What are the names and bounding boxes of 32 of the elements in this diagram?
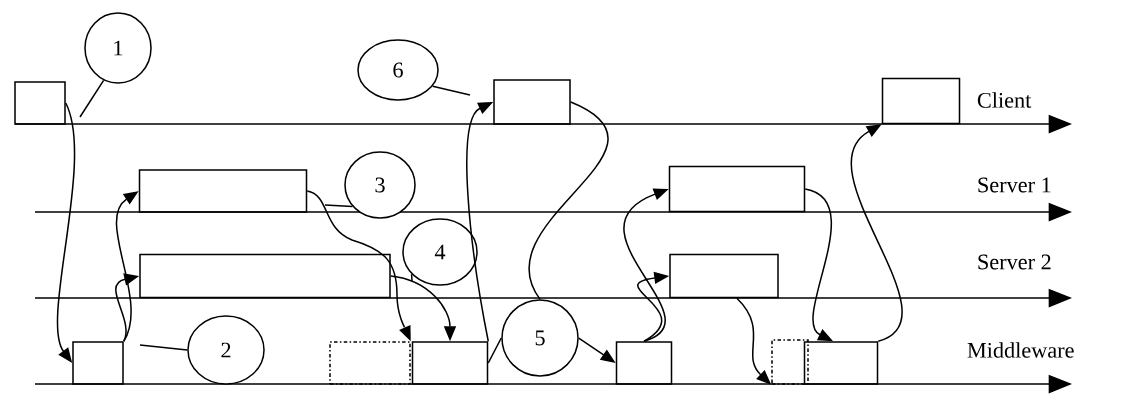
timeline-label: Middleware xyxy=(967,342,1074,358)
activity-box xyxy=(881,77,961,125)
leader-line xyxy=(79,79,105,118)
callout-bubble: 3 xyxy=(344,151,416,219)
activity-box xyxy=(493,79,571,125)
leader-line xyxy=(431,85,471,96)
message-arrow xyxy=(56,102,76,363)
callout-bubble: 1 xyxy=(84,12,152,84)
activity-box xyxy=(139,253,391,299)
leader-line xyxy=(487,337,502,364)
callout-bubble: 5 xyxy=(501,299,579,377)
timeline-label: Server 2 xyxy=(978,254,1051,270)
activity-box xyxy=(669,253,779,299)
timeline-label: Server 1 xyxy=(978,177,1051,193)
message-arrow xyxy=(850,124,903,342)
activity-box xyxy=(803,341,879,385)
leader-line xyxy=(410,273,413,282)
activity-box xyxy=(14,81,66,125)
activity-box xyxy=(615,341,673,385)
activity-box xyxy=(72,341,124,385)
activity-box xyxy=(668,165,806,213)
connector-line xyxy=(528,101,609,300)
leader-line xyxy=(139,344,188,351)
callout-bubble: 2 xyxy=(187,315,265,385)
activity-box xyxy=(411,341,489,385)
node-label: 2 xyxy=(221,342,231,358)
activity-box xyxy=(138,169,308,213)
callout-bubble: 4 xyxy=(402,218,478,286)
dashed-activity-box xyxy=(771,339,809,385)
leader-line xyxy=(324,204,354,208)
callout-bubble: 6 xyxy=(357,39,439,101)
dashed-activity-box xyxy=(329,341,411,385)
